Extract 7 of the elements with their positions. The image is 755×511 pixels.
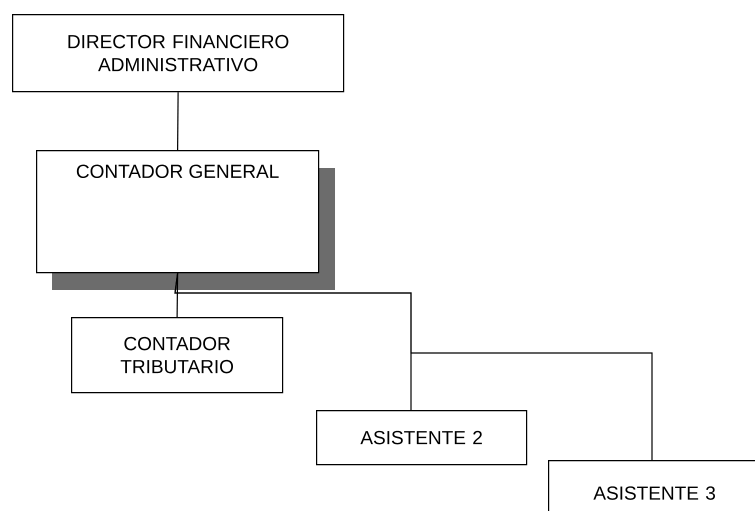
process-box: ASISTENTE 2 xyxy=(316,410,528,466)
process-box: ASISTENTE 3 xyxy=(548,460,755,511)
connector-line xyxy=(177,92,179,150)
process-box: CONTADOR GENERAL xyxy=(36,150,335,290)
process-box: CONTADOR TRIBUTARIO xyxy=(71,317,284,394)
connector-line xyxy=(174,273,653,460)
process-box: DIRECTOR FINANCIERO ADMINISTRATIVO xyxy=(12,14,344,92)
